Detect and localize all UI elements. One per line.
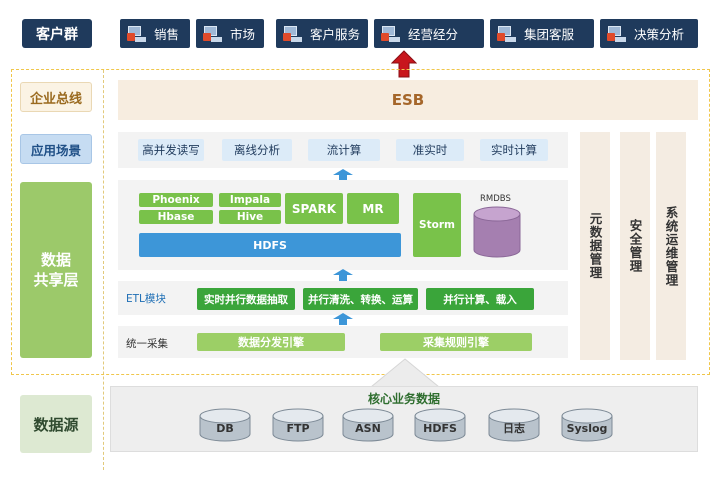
customer-sales: 销售	[120, 19, 190, 48]
impala-box: Impala	[219, 193, 281, 207]
customer-service: 客户服务	[276, 19, 368, 48]
data-source-label: ASN	[355, 421, 381, 435]
scenario-item: 流计算	[308, 139, 380, 161]
flow-up-arrow	[333, 169, 353, 181]
computer-icon	[380, 25, 402, 43]
etl-item: 并行清洗、转换、运算	[303, 288, 418, 310]
customer-decision-analysis: 决策分析	[600, 19, 698, 48]
computer-icon	[496, 25, 518, 43]
computer-icon	[282, 25, 304, 43]
etl-item: 实时并行数据抽取	[197, 288, 295, 310]
column-separator	[103, 70, 104, 470]
customer-group-service: 集团客服	[490, 19, 594, 48]
collect-item: 数据分发引擎	[197, 333, 345, 351]
security-management: 安全管理	[620, 132, 650, 360]
computer-icon	[606, 25, 628, 43]
application-scenario-label: 应用场景	[20, 134, 92, 164]
scenario-item: 准实时	[396, 139, 464, 161]
mr-box: MR	[347, 193, 399, 224]
enterprise-frame	[11, 69, 710, 375]
computer-icon	[126, 25, 148, 43]
customer-market: 市场	[196, 19, 264, 48]
collect-label: 统一采集	[126, 338, 168, 350]
hdfs-bar: HDFS	[139, 233, 401, 257]
flow-up-arrow	[333, 313, 353, 325]
customer-group-label: 客户群	[22, 19, 92, 48]
data-source-label: HDFS	[423, 421, 457, 435]
data-source-cylinder: Syslog	[560, 408, 614, 444]
data-source-label: DB	[216, 421, 234, 435]
customer-label: 销售	[154, 27, 180, 42]
phoenix-box: Phoenix	[139, 193, 213, 207]
data-source-label: Syslog	[566, 421, 608, 435]
database-icon	[473, 206, 521, 258]
storm-box: Storm	[413, 193, 461, 257]
metadata-management: 元数据管理	[580, 132, 610, 360]
customer-operation-analysis: 经营经分	[374, 19, 484, 48]
data-source-cylinder: HDFS	[413, 408, 467, 444]
data-sharing-layer-label: 数据 共享层	[20, 182, 92, 358]
data-source-label: 日志	[503, 422, 525, 435]
data-source-cylinder: ASN	[341, 408, 395, 444]
data-source-cylinder: FTP	[271, 408, 325, 444]
core-data-title: 核心业务数据	[367, 391, 440, 406]
source-up-arrow	[370, 358, 440, 388]
rmdbs-label: RMDBS	[480, 194, 511, 204]
data-source-cylinder: 日志	[487, 408, 541, 444]
data-source-label: 数据源	[20, 395, 92, 453]
hive-box: Hive	[219, 210, 281, 224]
customer-label: 经营经分	[408, 27, 459, 42]
flow-up-arrow	[333, 269, 353, 281]
computer-icon	[202, 25, 224, 43]
customer-label: 决策分析	[634, 27, 685, 42]
data-source-cylinder: DB	[198, 408, 252, 444]
etl-label: ETL模块	[126, 293, 166, 305]
data-source-label: FTP	[286, 421, 310, 435]
enterprise-bus-label: 企业总线	[20, 82, 92, 112]
esb-bar: ESB	[118, 80, 698, 120]
scenario-item: 实时计算	[480, 139, 548, 161]
esb-up-arrow	[391, 50, 417, 78]
customer-label: 集团客服	[524, 27, 575, 42]
customer-label: 市场	[230, 27, 256, 42]
scenario-item: 高并发读写	[138, 139, 204, 161]
collect-item: 采集规则引擎	[380, 333, 532, 351]
scenario-item: 离线分析	[222, 139, 292, 161]
hbase-box: Hbase	[139, 210, 213, 224]
system-ops-management: 系统运维管理	[656, 132, 686, 360]
etl-item: 并行计算、载入	[426, 288, 534, 310]
spark-box: SPARK	[285, 193, 343, 224]
customer-label: 客户服务	[310, 27, 361, 42]
